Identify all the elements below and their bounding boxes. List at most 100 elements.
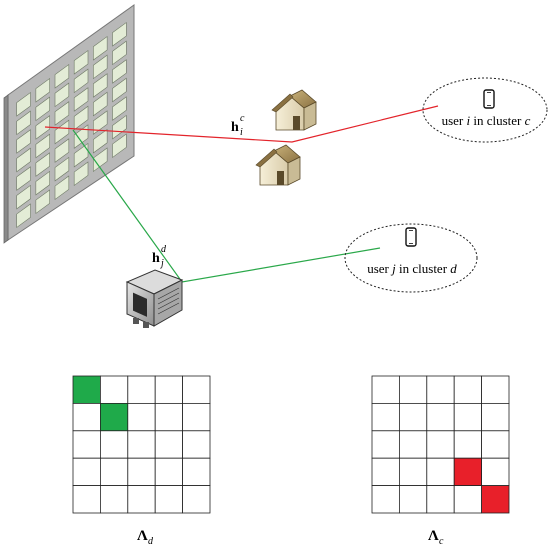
- matrix-cell: [100, 430, 129, 459]
- matrix-cell: [398, 457, 428, 487]
- matrix-cell: [426, 485, 455, 514]
- ris-element: [35, 115, 50, 140]
- matrix-cell: [453, 375, 483, 404]
- user-i-label: user i in cluster c: [442, 113, 531, 128]
- ris-element: [54, 175, 70, 201]
- svg-text:c: c: [240, 113, 245, 124]
- channel-path-c: [44, 105, 439, 143]
- channel-label-c: h c i: [231, 113, 245, 138]
- ris-element: [16, 147, 31, 173]
- matrix-label-d: Λ d: [137, 528, 154, 547]
- matrix-cell: [453, 402, 483, 432]
- ris-element: [93, 35, 108, 61]
- matrix-cell: [371, 402, 400, 432]
- matrix-cell: [154, 457, 183, 487]
- matrix-cell: [481, 485, 510, 514]
- svg-text:h: h: [231, 120, 239, 135]
- ris-element: [93, 147, 108, 173]
- ris-element: [112, 96, 127, 121]
- ris-element: [73, 142, 89, 168]
- ris-element: [16, 91, 31, 117]
- ris-element: [93, 128, 108, 154]
- ris-element: [73, 68, 89, 94]
- matrix-cell: [481, 402, 510, 432]
- matrix-cell: [426, 430, 455, 459]
- matrix-cell: [154, 402, 183, 432]
- matrix-cell: [426, 402, 455, 432]
- matrix-cell: [426, 375, 455, 404]
- ris-element: [16, 166, 31, 191]
- house-icon: [255, 144, 301, 186]
- ris-element: [16, 184, 31, 210]
- matrix-cell: [371, 375, 400, 404]
- matrix-cell: [182, 457, 211, 487]
- ris-element: [54, 82, 70, 108]
- ris-element: [73, 161, 89, 187]
- matrix-cell: [481, 375, 510, 404]
- matrix-cell: [72, 485, 101, 514]
- ris-element: [73, 87, 89, 112]
- ris-element: [73, 49, 89, 75]
- ris-element: [112, 114, 127, 140]
- matrix-cell: [426, 457, 455, 487]
- matrix-cell: [127, 430, 156, 459]
- ris-element: [93, 54, 108, 80]
- svg-text:d: d: [161, 244, 167, 255]
- user-j-label: user j in cluster d: [367, 261, 457, 276]
- svg-text:Λ: Λ: [137, 528, 148, 544]
- ris-element: [54, 101, 70, 126]
- ris-element: [54, 138, 70, 163]
- matrix-cell: [154, 375, 183, 404]
- matrix-cell: [154, 430, 183, 459]
- svg-text:Λ: Λ: [428, 528, 439, 544]
- ris-element: [93, 73, 108, 98]
- ris-element: [35, 170, 50, 196]
- ris-element: [54, 63, 70, 89]
- svg-text:d: d: [148, 536, 154, 547]
- svg-text:j: j: [159, 258, 164, 269]
- matrix-cell: [398, 485, 428, 514]
- ris-element: [35, 77, 50, 103]
- matrix-cell: [481, 430, 510, 459]
- ris-element: [35, 133, 50, 159]
- matrix-lambda-d: [72, 375, 211, 514]
- matrix-cell: [398, 375, 428, 404]
- ris-element: [16, 110, 31, 136]
- phone-icon: [483, 89, 495, 109]
- matrix-cell: [398, 430, 428, 459]
- ris-element: [16, 203, 31, 229]
- ris-element: [73, 124, 89, 149]
- svg-text:h: h: [152, 251, 160, 266]
- matrix-cell: [100, 402, 129, 432]
- cluster-c-ellipse: [422, 77, 548, 143]
- ris-element: [54, 156, 70, 182]
- matrix-cell: [453, 430, 483, 459]
- matrix-label-c: Λ c: [428, 528, 444, 547]
- ris-element: [35, 96, 50, 122]
- ris-element: [112, 133, 127, 159]
- matrix-cell: [154, 485, 183, 514]
- matrix-cell: [127, 485, 156, 514]
- matrix-cell: [72, 430, 101, 459]
- matrix-cell: [72, 457, 101, 487]
- ris-element: [16, 129, 31, 154]
- ris-elements: [16, 21, 127, 229]
- matrix-cell: [100, 375, 129, 404]
- ris-element: [35, 189, 50, 215]
- base-station-icon: [125, 269, 184, 328]
- matrix-lambda-c: [371, 375, 510, 514]
- ris-element: [112, 21, 127, 47]
- matrix-cell: [371, 430, 400, 459]
- matrix-cell: [127, 457, 156, 487]
- ris-element: [112, 40, 127, 66]
- matrix-cell: [371, 457, 400, 487]
- svg-text:c: c: [439, 536, 444, 547]
- matrix-cell: [453, 485, 483, 514]
- matrix-cell: [127, 375, 156, 404]
- ris-element: [112, 77, 127, 103]
- svg-text:i: i: [240, 127, 243, 138]
- matrix-cell: [182, 485, 211, 514]
- house-icon: [271, 89, 317, 131]
- matrix-cell: [453, 457, 483, 487]
